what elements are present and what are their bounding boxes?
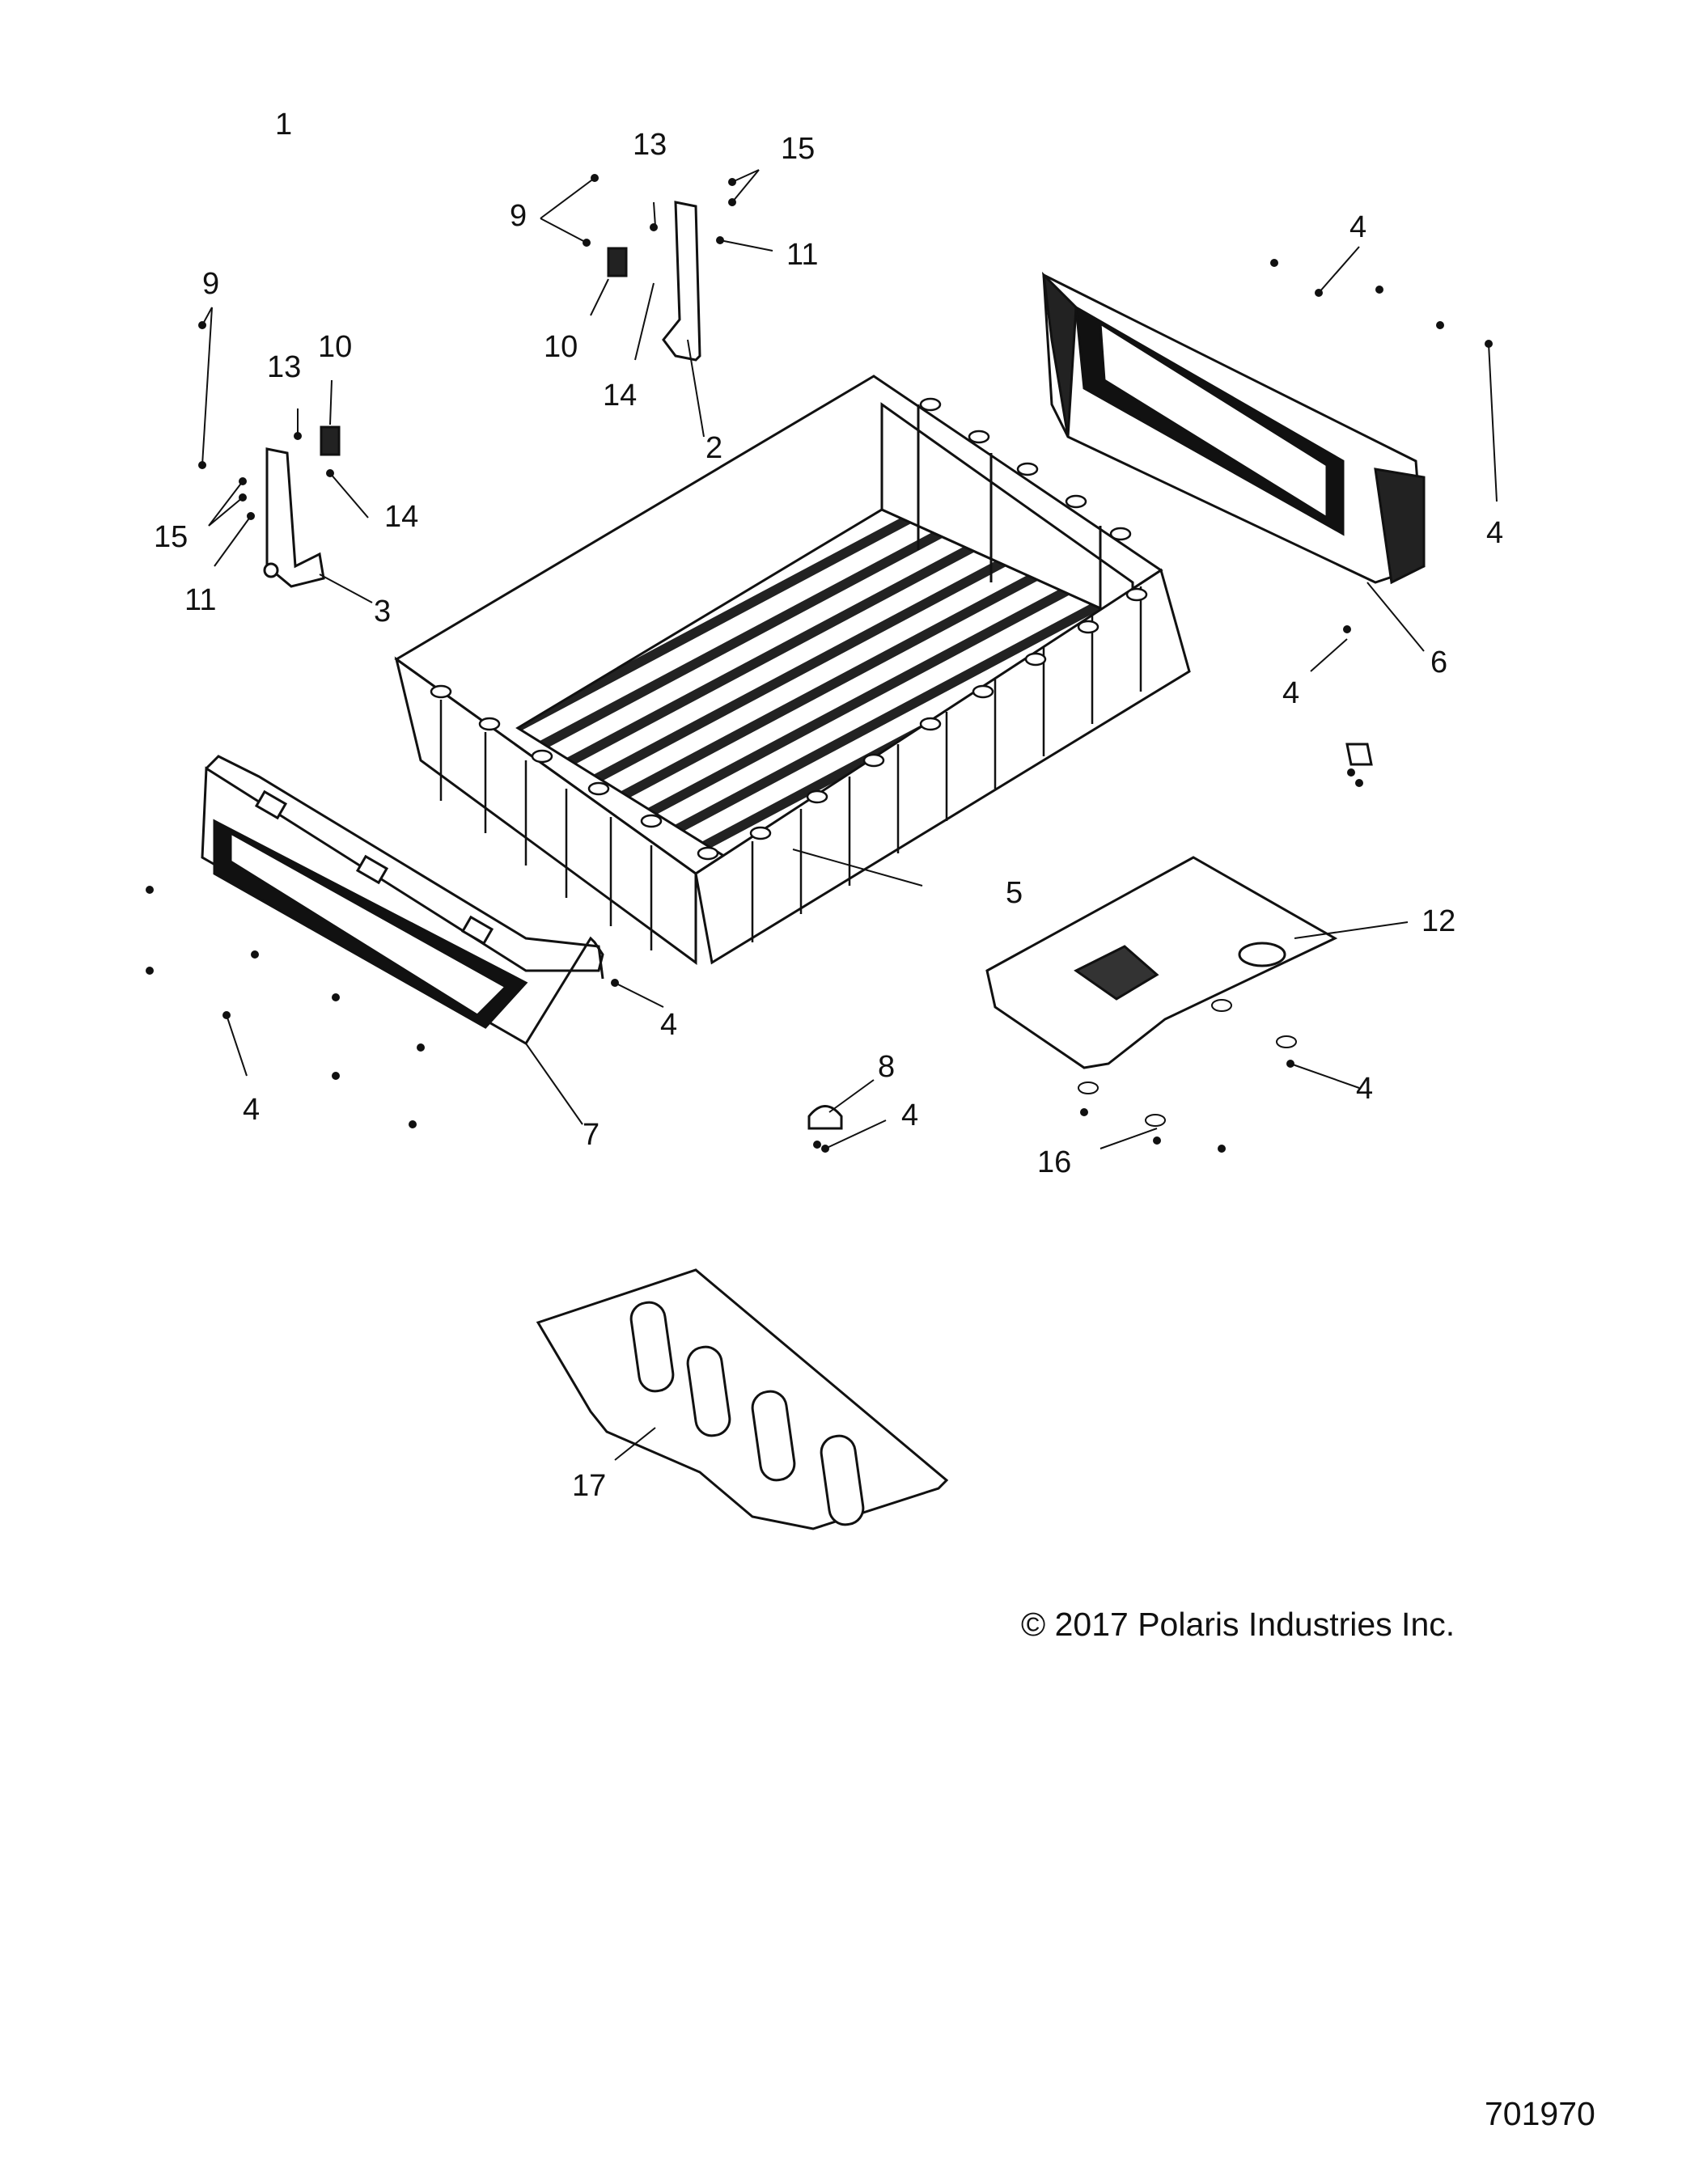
callout-15: 15	[781, 132, 816, 166]
washers	[1078, 999, 1297, 1127]
callout-10: 10	[544, 330, 578, 364]
callout-4: 4	[1349, 210, 1367, 244]
front-panel	[1041, 271, 1426, 585]
callout-4: 4	[901, 1098, 919, 1132]
callout-4: 4	[1282, 676, 1300, 710]
skid-plate-12	[985, 856, 1338, 1069]
copyright-notice: © 2017 Polaris Industries Inc.	[1021, 1606, 1455, 1643]
callout-4: 4	[1486, 516, 1504, 550]
callout-1: 1	[275, 108, 293, 142]
latch-block-10	[320, 247, 628, 456]
callout-5: 5	[1006, 876, 1023, 910]
callout-9: 9	[202, 267, 220, 301]
callout-15: 15	[154, 520, 189, 554]
callout-8: 8	[878, 1050, 896, 1084]
callout-4: 4	[1356, 1072, 1374, 1106]
callout-13: 13	[633, 128, 667, 162]
fasteners	[146, 174, 1493, 1153]
clip-8	[807, 1105, 843, 1130]
callout-4: 4	[660, 1008, 678, 1042]
callout-14: 14	[384, 500, 419, 534]
callout-3: 3	[374, 595, 392, 629]
callout-7: 7	[583, 1118, 600, 1152]
skid-plate-17	[536, 1268, 949, 1530]
cargo-box	[394, 375, 1191, 965]
callout-9: 9	[510, 199, 527, 233]
callout-17: 17	[572, 1469, 607, 1503]
callout-16: 16	[1037, 1145, 1072, 1179]
latch-bracket-3	[263, 447, 325, 588]
bracket-right	[1345, 743, 1373, 766]
callout-10: 10	[318, 330, 353, 364]
callout-11: 11	[184, 583, 217, 617]
callout-14: 14	[603, 379, 638, 413]
callout-13: 13	[267, 350, 302, 384]
tailgate	[201, 755, 604, 1046]
leader-lines	[201, 169, 1498, 1461]
callout-11: 11	[786, 238, 819, 272]
callout-4: 4	[243, 1093, 261, 1127]
callout-12: 12	[1421, 904, 1456, 938]
drawing-number: 701970	[1485, 2095, 1595, 2132]
latch-bracket-2	[662, 201, 701, 362]
callout-2: 2	[705, 431, 723, 465]
callout-6: 6	[1430, 645, 1448, 679]
